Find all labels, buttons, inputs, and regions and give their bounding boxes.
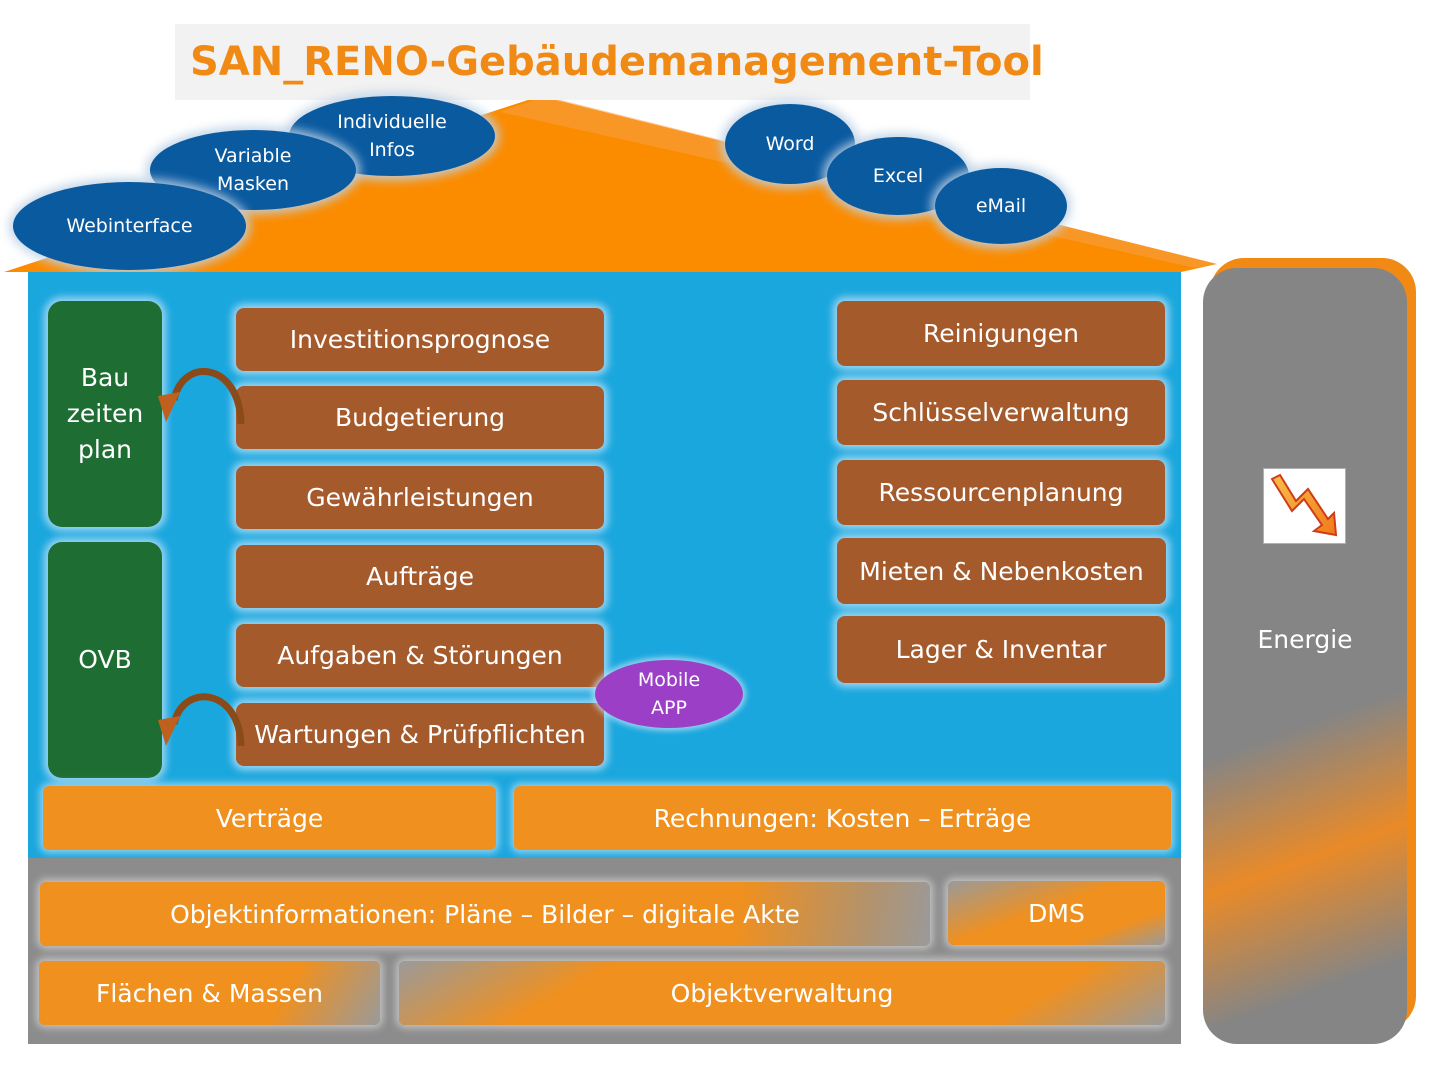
- module-lager-inventar[interactable]: Lager & Inventar: [837, 616, 1165, 683]
- cloud-email[interactable]: eMail: [935, 168, 1067, 244]
- module-label: OVB: [78, 644, 132, 674]
- bar-label: DMS: [1028, 898, 1085, 928]
- module-label: Aufträge: [366, 562, 474, 591]
- mobile-app-badge[interactable]: Mobile APP: [595, 660, 743, 728]
- bar-label: Objektinformationen: Pläne – Bilder – di…: [170, 899, 800, 929]
- module-ressourcenplanung[interactable]: Ressourcenplanung: [837, 460, 1165, 525]
- module-label-line: plan: [78, 435, 132, 465]
- module-wartungen-pruefpflichten[interactable]: Wartungen & Prüfpflichten: [236, 703, 604, 766]
- module-label-line: Bau: [80, 362, 130, 392]
- module-bauzeitenplan[interactable]: Bau zeiten plan: [48, 301, 162, 527]
- bar-label: Rechnungen: Kosten – Erträge: [653, 803, 1032, 833]
- cloud-label-line: Variable: [214, 144, 292, 167]
- cloud-label: Word: [765, 132, 815, 155]
- cloud-label: Webinterface: [66, 214, 193, 237]
- page-title: SAN_RENO-Gebäudemanagement-Tool: [190, 39, 1044, 85]
- module-mieten-nebenkosten[interactable]: Mieten & Nebenkosten: [837, 538, 1166, 604]
- module-schluesselverwaltung[interactable]: Schlüsselverwaltung: [837, 380, 1165, 445]
- module-investitionsprognose[interactable]: Investitionsprognose: [236, 308, 604, 371]
- bar-vertraege[interactable]: Verträge: [43, 786, 496, 850]
- bar-label: Flächen & Massen: [95, 978, 323, 1008]
- energy-arrow-icon: [1263, 468, 1346, 544]
- module-budgetierung[interactable]: Budgetierung: [236, 386, 604, 449]
- module-aufgaben-stoerungen[interactable]: Aufgaben & Störungen: [236, 624, 604, 687]
- module-label: Mieten & Nebenkosten: [859, 556, 1144, 586]
- title-box: [175, 24, 1030, 100]
- cloud-label-line: Individuelle: [337, 110, 447, 133]
- bar-objektinformationen[interactable]: Objektinformationen: Pläne – Bilder – di…: [40, 882, 930, 946]
- cloud-label-line: Infos: [369, 139, 415, 161]
- module-label: Ressourcenplanung: [878, 478, 1124, 507]
- energy-column[interactable]: Energie: [1203, 268, 1407, 1044]
- module-label: Wartungen & Prüfpflichten: [254, 720, 586, 749]
- curved-arrow-icon: [158, 693, 245, 747]
- energy-label: Energie: [1257, 625, 1353, 654]
- bar-rechnungen[interactable]: Rechnungen: Kosten – Erträge: [514, 786, 1171, 850]
- cloud-label-line: Masken: [217, 173, 289, 195]
- module-label: Investitionsprognose: [289, 325, 551, 354]
- mobile-label-line: APP: [651, 697, 687, 719]
- module-label-line: zeiten: [66, 398, 144, 428]
- module-reinigungen[interactable]: Reinigungen: [837, 301, 1165, 366]
- bar-flaechen-massen[interactable]: Flächen & Massen: [39, 961, 380, 1025]
- bar-dms[interactable]: DMS: [948, 881, 1165, 945]
- module-label: Gewährleistungen: [306, 483, 534, 512]
- module-label: Reinigungen: [922, 319, 1080, 348]
- module-label: Budgetierung: [334, 403, 506, 432]
- curved-arrow-icon: [158, 368, 245, 425]
- cloud-label: eMail: [975, 194, 1027, 217]
- module-ovb[interactable]: OVB: [48, 542, 162, 778]
- module-label: Aufgaben & Störungen: [277, 641, 563, 670]
- bar-label: Verträge: [215, 803, 324, 833]
- module-label: Schlüsselverwaltung: [872, 398, 1130, 427]
- bar-objektverwaltung[interactable]: Objektverwaltung: [399, 961, 1165, 1025]
- module-gewaehrleistungen[interactable]: Gewährleistungen: [236, 466, 604, 529]
- mobile-label-line: Mobile: [637, 668, 701, 691]
- cloud-label: Excel: [872, 164, 924, 187]
- cloud-webinterface[interactable]: Webinterface: [13, 182, 246, 270]
- module-label: Lager & Inventar: [895, 635, 1107, 664]
- module-auftraege[interactable]: Aufträge: [236, 545, 604, 608]
- bar-label: Objektverwaltung: [670, 978, 894, 1008]
